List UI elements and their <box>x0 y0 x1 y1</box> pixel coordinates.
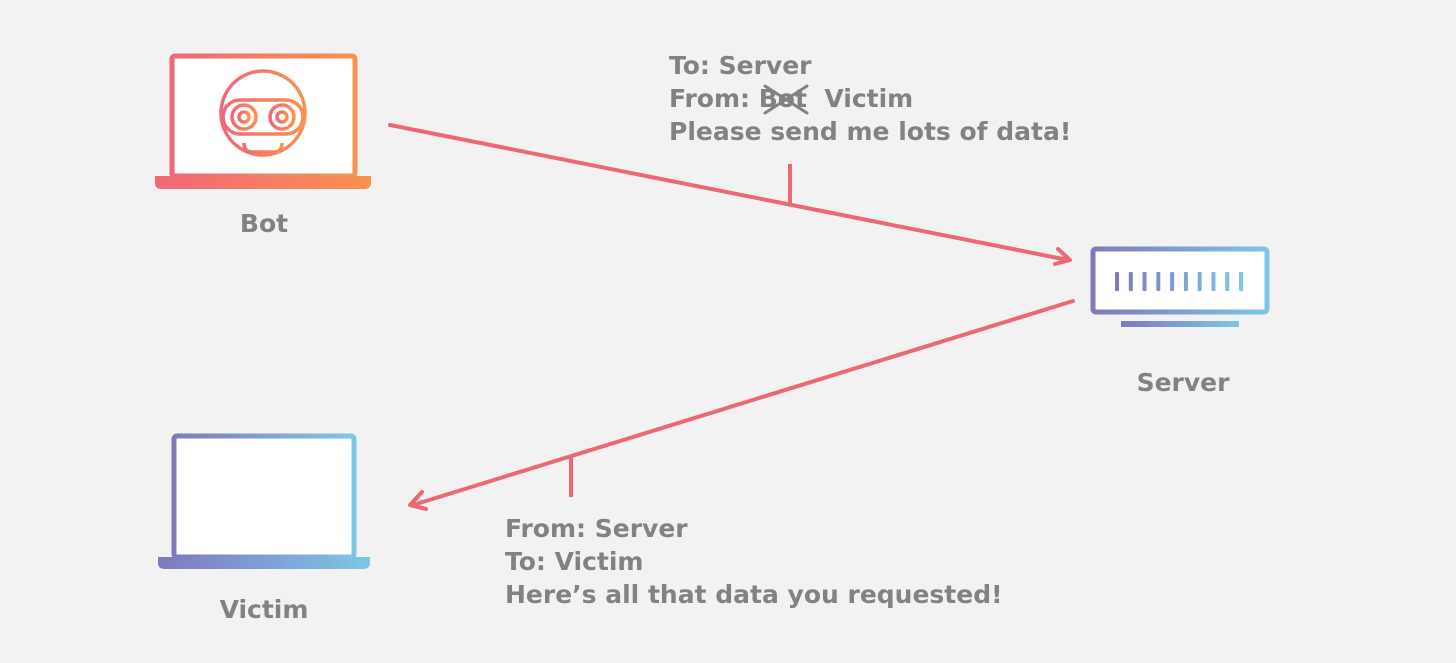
response-message: From: Server To: Victim Here’s all that … <box>505 512 1003 611</box>
server-slot-bar <box>1239 272 1243 291</box>
server-slot-bar <box>1128 272 1133 291</box>
server-slot-bar <box>1211 272 1216 291</box>
request-body: Please send me lots of data! <box>669 117 1072 146</box>
server-slot-bar <box>1142 272 1147 291</box>
server-slot-bar <box>1115 272 1119 291</box>
response-from: From: Server <box>505 514 688 543</box>
response-arrow <box>408 299 1075 511</box>
request-to: To: Server <box>669 51 812 80</box>
laptop-icon <box>158 433 370 569</box>
server-label: Server <box>1136 368 1230 397</box>
request-from-prefix: From: <box>669 84 759 113</box>
server-slot-bar <box>1183 272 1188 291</box>
request-from-actual: Victim <box>824 84 914 113</box>
server-slot-bar <box>1170 272 1175 291</box>
robot-laptop-icon <box>155 53 371 189</box>
server-slot-bar <box>1156 272 1161 291</box>
bot-label: Bot <box>239 209 289 238</box>
response-body: Here’s all that data you requested! <box>505 580 1003 609</box>
victim-label: Victim <box>219 595 309 624</box>
request-from: From: Bot Victim <box>669 82 1071 115</box>
response-to: To: Victim <box>505 547 644 576</box>
server-icon <box>1090 246 1270 327</box>
strikethrough-x-icon <box>763 84 809 115</box>
server-slot-bar <box>1197 272 1202 291</box>
server-slots <box>1115 272 1243 291</box>
request-message: To: Server From: Bot Victim Please send … <box>669 49 1071 148</box>
struck-sender: Bot <box>759 82 809 115</box>
request-arrow <box>388 123 1072 266</box>
server-slot-bar <box>1225 272 1230 291</box>
robot-face-icon <box>219 69 307 157</box>
